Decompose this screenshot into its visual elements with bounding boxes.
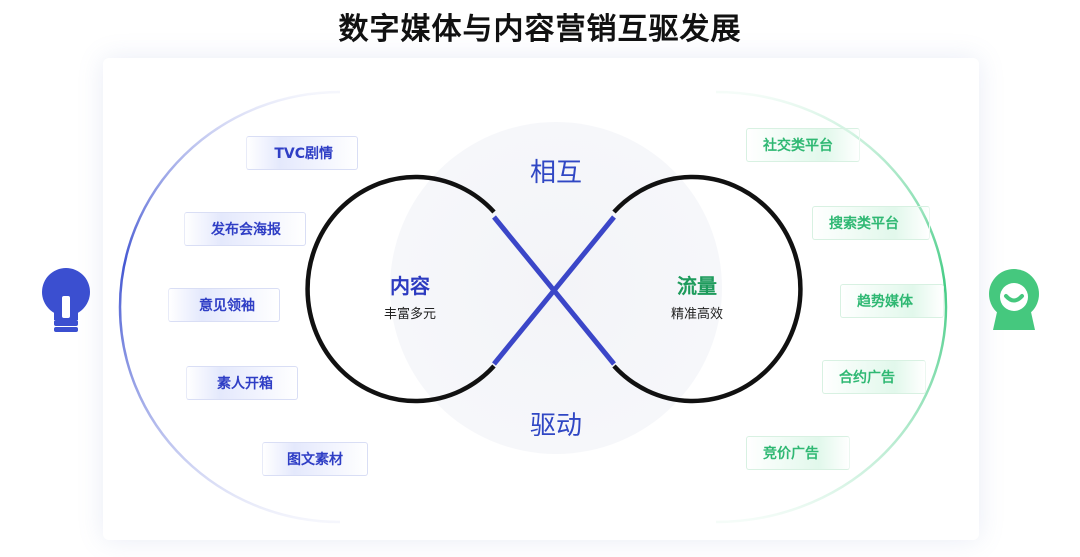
traffic-arc: [715, 90, 948, 524]
cross-line-b: [492, 215, 616, 366]
traffic-tag-search: 搜索类平台: [812, 206, 930, 240]
content-tag-unboxing: 素人开箱: [186, 366, 298, 400]
content-tag-kol: 意见领袖: [168, 288, 280, 322]
traffic-loop-title: 流量: [677, 274, 717, 298]
content-tag-image-text: 图文素材: [262, 442, 368, 476]
content-arc: [118, 90, 341, 524]
traffic-tag-trend: 趋势媒体: [840, 284, 944, 318]
smiling-face-icon: [989, 269, 1039, 330]
bottom-word: 驱动: [529, 411, 582, 441]
content-tag-tvc: TVC剧情: [246, 136, 358, 170]
content-loop-arc: [305, 174, 496, 404]
top-word: 相互: [529, 158, 582, 188]
content-loop-subtitle: 丰富多元: [383, 307, 436, 322]
traffic-tag-social: 社交类平台: [746, 128, 860, 162]
traffic-loop-arc: [612, 174, 803, 404]
traffic-tag-contract-ad: 合约广告: [822, 360, 926, 394]
page-title: 数字媒体与内容营销互驱发展: [338, 12, 742, 47]
traffic-tag-bidding-ad: 竞价广告: [746, 436, 850, 470]
lightbulb-icon: [42, 268, 90, 332]
traffic-loop-subtitle: 精准高效: [670, 307, 723, 322]
content-loop-title: 内容: [390, 274, 430, 298]
content-tag-launch-poster: 发布会海报: [184, 212, 306, 246]
